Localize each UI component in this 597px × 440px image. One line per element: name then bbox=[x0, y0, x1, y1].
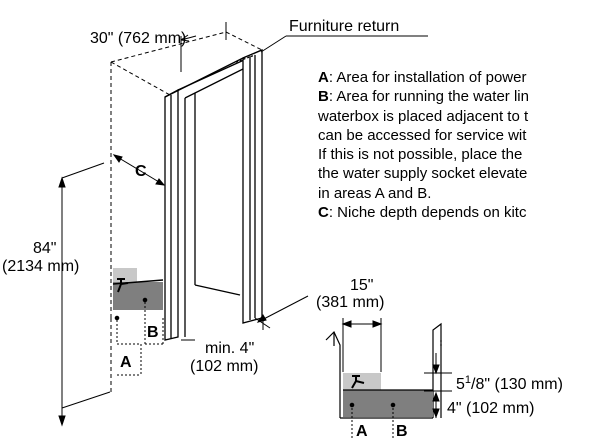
detail-lower-height-label: 4" (102 mm) bbox=[447, 400, 534, 417]
detail-width-dimension bbox=[341, 318, 383, 372]
height-mm-label: (2134 mm) bbox=[2, 258, 79, 275]
height-inches-label: 84" bbox=[33, 240, 56, 257]
note-line: in areas A and B. bbox=[318, 184, 432, 202]
note-line: B: Area for running the water lin bbox=[318, 88, 529, 106]
area-b-zone bbox=[113, 282, 163, 310]
depth-label: C bbox=[135, 163, 147, 180]
detail-width-mm-label: (381 mm) bbox=[316, 294, 384, 311]
note-line: A: Area for installation of power bbox=[318, 69, 527, 86]
note-line: waterbox is placed adjacent to t bbox=[318, 107, 529, 125]
area-leaders-main bbox=[114, 297, 164, 376]
note-line: If this is not possible, place the bbox=[318, 146, 523, 164]
area-a-label: A bbox=[120, 354, 132, 371]
detail-width-inches-label: 15" bbox=[350, 277, 373, 294]
detail-view bbox=[325, 322, 442, 419]
area-a-zone bbox=[113, 268, 137, 284]
width-dimension bbox=[180, 22, 227, 72]
detail-area-b-zone bbox=[343, 390, 433, 417]
detail-area-leaders bbox=[349, 402, 396, 440]
height-dimension bbox=[58, 162, 112, 427]
furniture-return-leader bbox=[260, 35, 428, 53]
furniture-return-label: Furniture return bbox=[289, 18, 399, 35]
detail-area-a-label: A bbox=[356, 423, 368, 440]
water-tap-icon bbox=[117, 278, 129, 293]
notes-block: A: Area for installation of power B: Are… bbox=[318, 68, 597, 222]
service-areas-main bbox=[112, 268, 164, 310]
detail-height-dimension bbox=[424, 353, 452, 419]
detail-area-b-label: B bbox=[396, 423, 408, 440]
note-line: C: Niche depth depends on kitc bbox=[318, 204, 527, 222]
cabinet bbox=[164, 49, 263, 341]
depth-dimension bbox=[112, 154, 166, 186]
note-line: the water supply socket elevate bbox=[318, 165, 528, 183]
area-b-label: B bbox=[147, 324, 159, 341]
gap-dimension bbox=[181, 295, 309, 341]
width-label: 30" (762 mm) bbox=[90, 30, 186, 47]
note-line: can be accessed for service wit bbox=[318, 126, 527, 144]
detail-upper-height-label: 51/8" (130 mm) bbox=[456, 374, 563, 393]
min-gap-inches-label: min. 4" bbox=[205, 340, 254, 357]
water-tap-icon bbox=[351, 375, 365, 389]
min-gap-mm-label: (102 mm) bbox=[190, 358, 258, 375]
